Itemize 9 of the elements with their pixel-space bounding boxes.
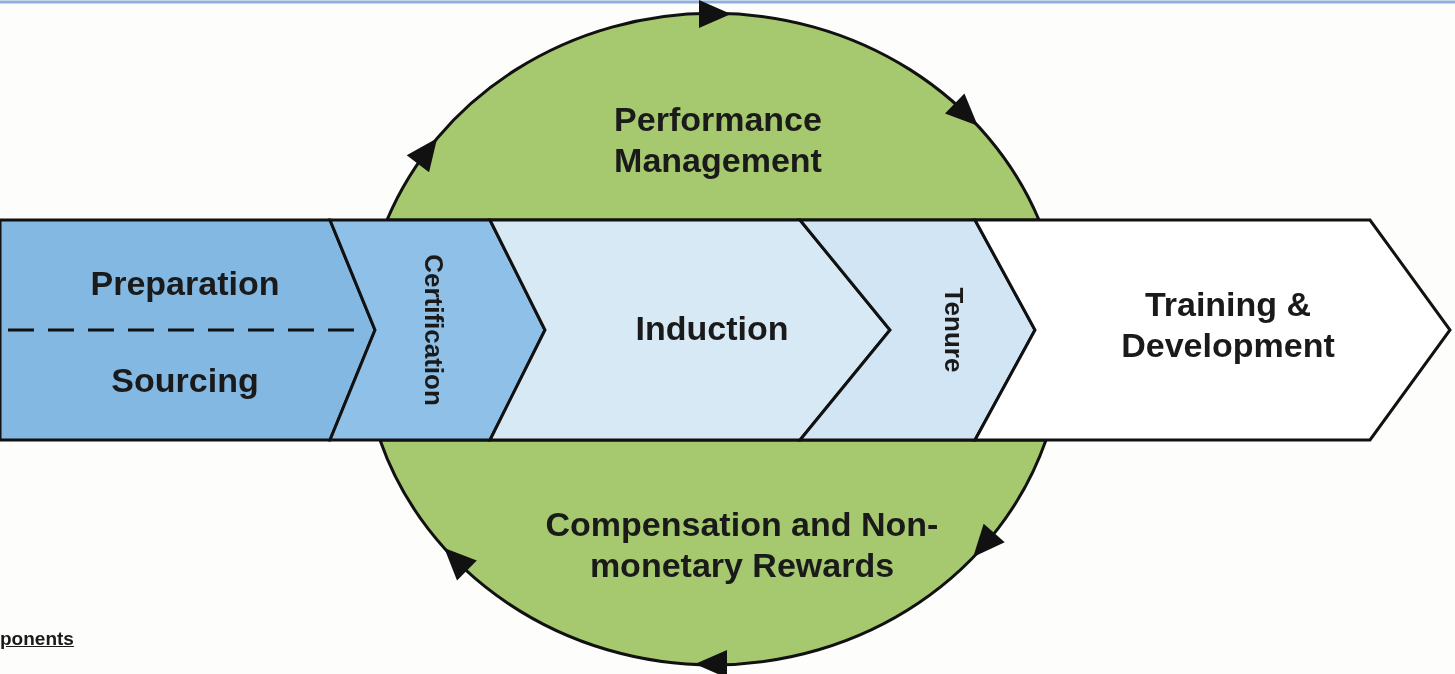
step-label: Training & Development xyxy=(1120,284,1336,366)
section-heading: ponents xyxy=(0,628,74,650)
step-label: Tenure xyxy=(937,287,969,373)
step-label: Performance Management xyxy=(613,99,823,181)
step-label: Preparation xyxy=(89,262,281,304)
step-label: Induction xyxy=(634,307,790,349)
step-label: Compensation and Non-monetary Rewards xyxy=(544,504,940,586)
step-label: Certification xyxy=(417,254,449,406)
step-label: Sourcing xyxy=(110,359,260,401)
